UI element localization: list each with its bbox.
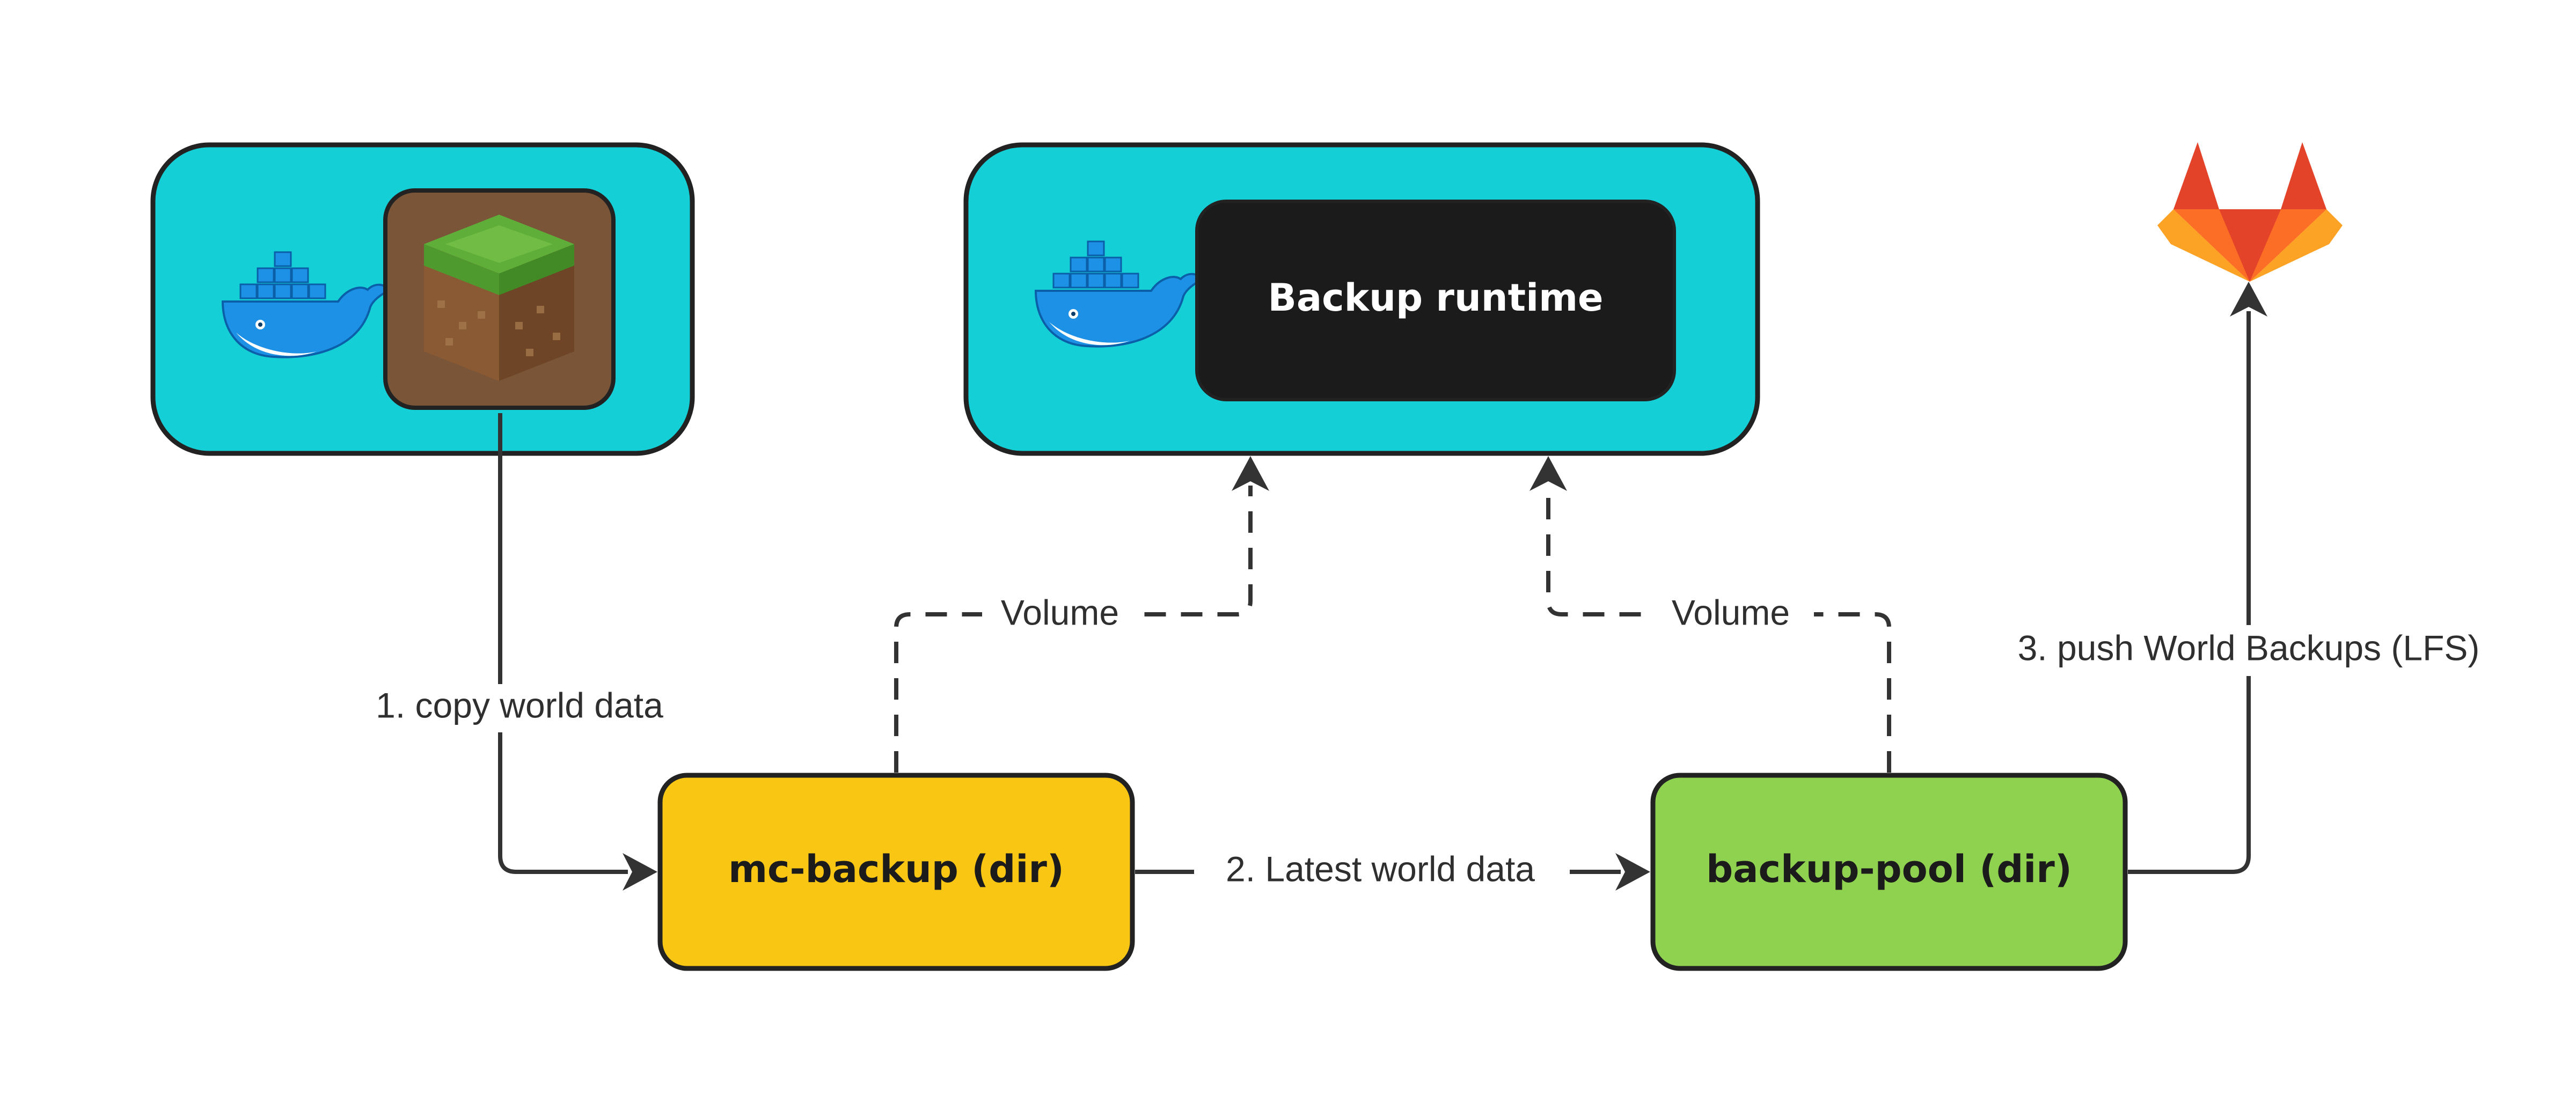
edge-latest-world-data: 2. Latest world data bbox=[1135, 845, 1650, 896]
edge-volume-right: Volume bbox=[1529, 456, 1891, 773]
backup-pool-node: backup-pool (dir) bbox=[1650, 773, 2128, 971]
edge-push-backups-label: 3. push World Backups (LFS) bbox=[2018, 628, 2480, 667]
edge-latest-world-label: 2. Latest world data bbox=[1226, 849, 1535, 888]
edge-volume-right-label: Volume bbox=[1672, 592, 1790, 632]
mc-backup-label: mc-backup (dir) bbox=[728, 847, 1064, 891]
gitlab-fox-icon bbox=[2157, 142, 2343, 282]
edge-copy-world-label: 1. copy world data bbox=[376, 685, 663, 725]
edge-volume-left-label: Volume bbox=[1001, 592, 1119, 632]
backup-runtime-label: Backup runtime bbox=[1268, 276, 1603, 320]
edge-volume-left: Volume bbox=[894, 456, 1269, 773]
edge-copy-world-data: 1. copy world data bbox=[343, 413, 665, 891]
backup-runtime-node: Backup runtime bbox=[1195, 200, 1676, 401]
mc-backup-node: mc-backup (dir) bbox=[657, 773, 1135, 971]
edge-push-world-backups: 3. push World Backups (LFS) bbox=[1988, 282, 2506, 874]
minecraft-grass-block-icon bbox=[424, 215, 574, 381]
backup-pool-label: backup-pool (dir) bbox=[1706, 847, 2072, 891]
